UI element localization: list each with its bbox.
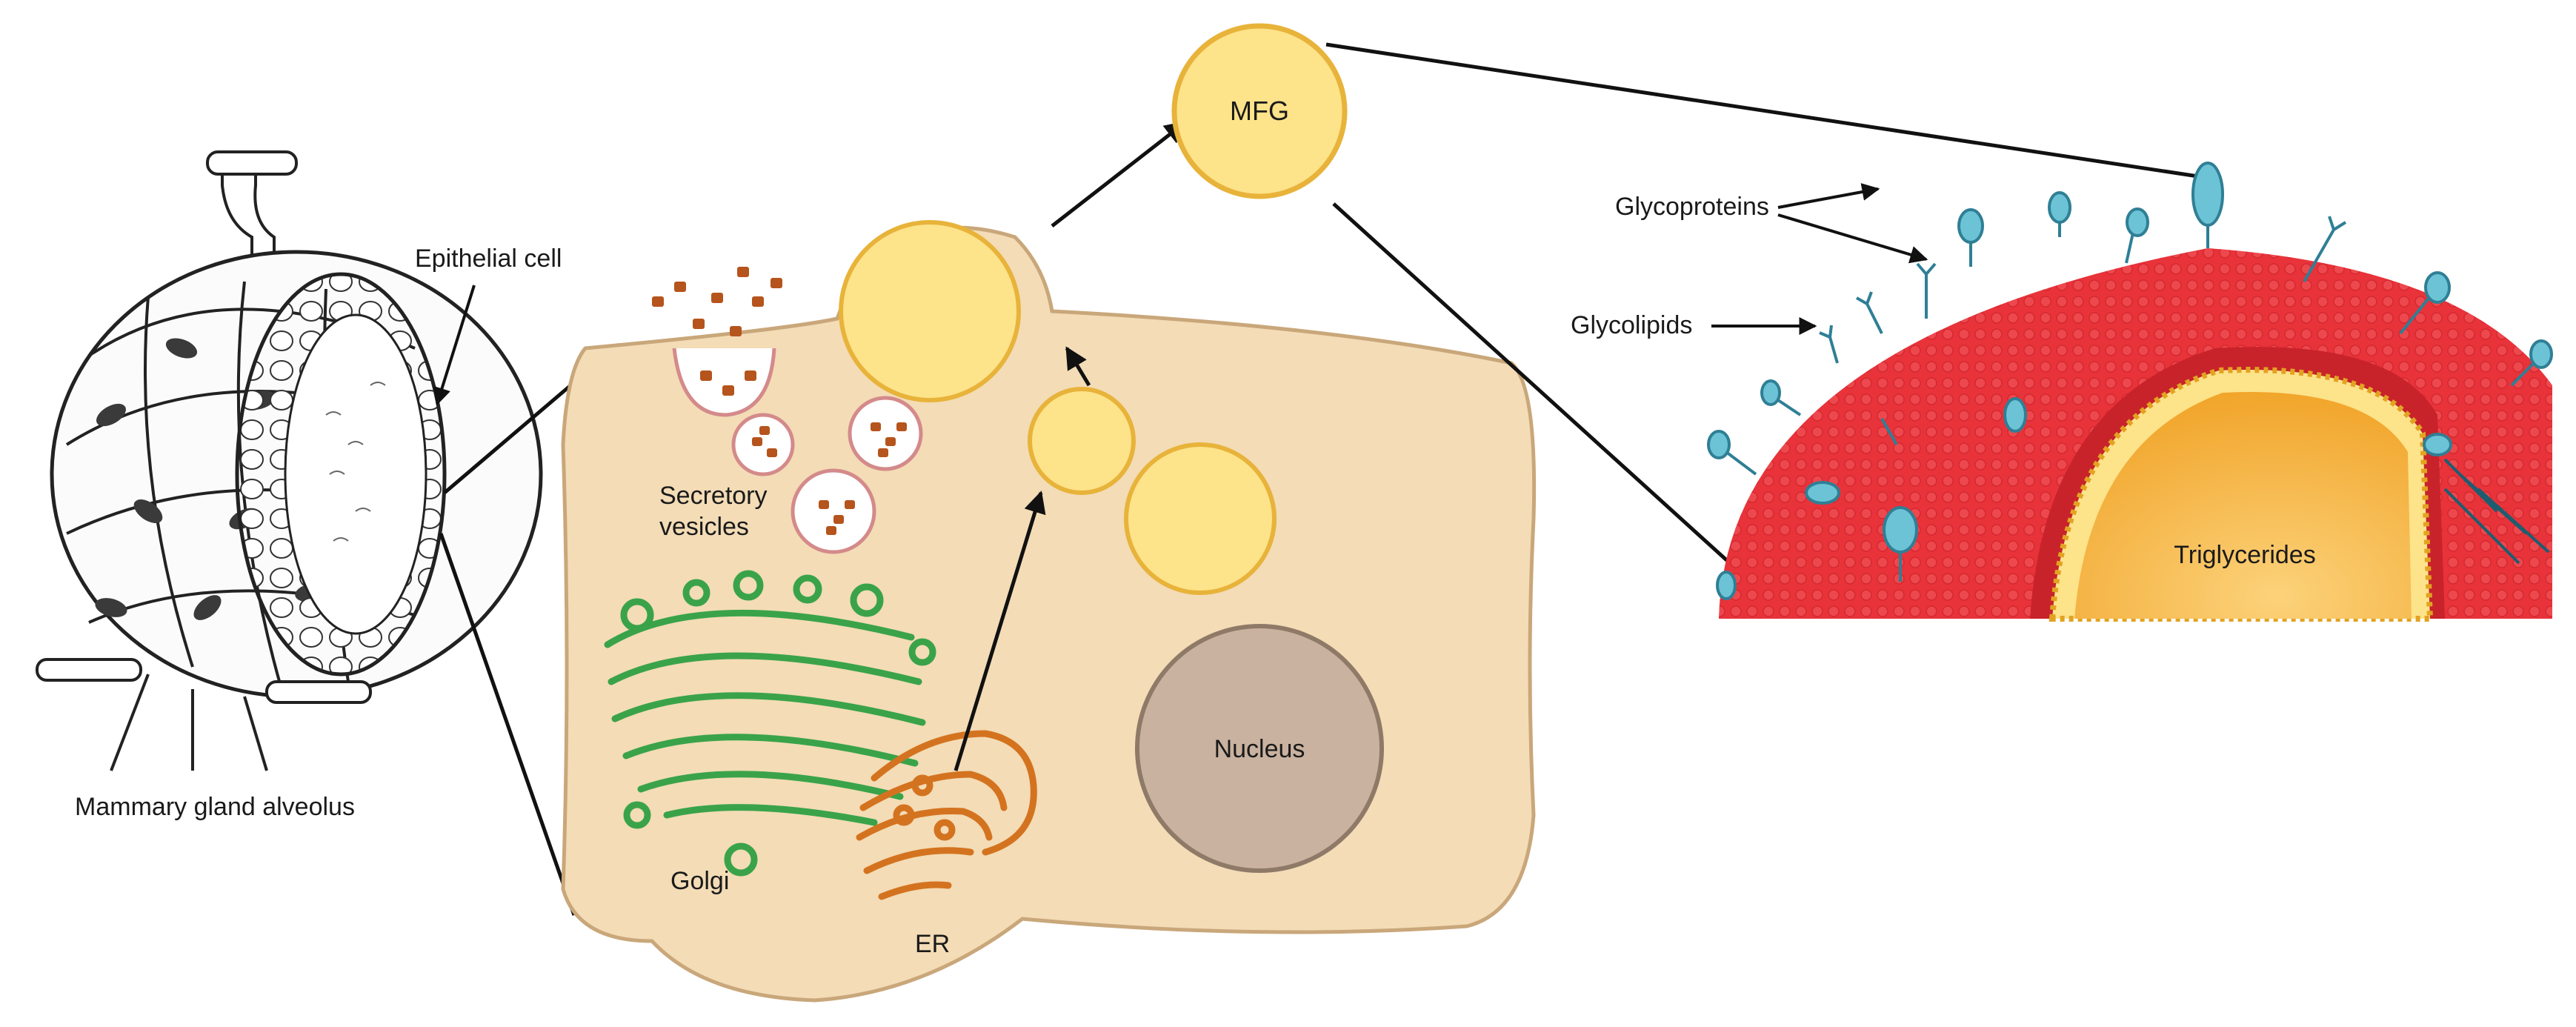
glycoproteins-arrow-1	[1777, 183, 1880, 209]
secretory-vesicles-label-line2: vesicles	[659, 513, 749, 541]
secretory-vesicles	[731, 396, 923, 554]
nucleus-label: Nucleus	[1214, 735, 1305, 763]
nucleus	[1135, 624, 1384, 873]
golgi-label: Golgi	[670, 867, 729, 895]
exocytosis-vesicle	[672, 348, 776, 417]
secretory-vesicles-label-line1: Secretory	[659, 482, 768, 510]
golgi-apparatus	[604, 570, 936, 877]
glycoproteins-label: Glycoproteins	[1615, 193, 1769, 221]
epithelial-cell-label: Epithelial cell	[415, 245, 562, 273]
released-cargo	[652, 267, 782, 396]
zoom-line-bottom	[439, 533, 576, 916]
secretion-arrow	[1051, 121, 1188, 227]
mfg-membrane-cutaway	[1707, 162, 2553, 622]
droplet-fusion-arrow	[1065, 346, 1091, 387]
er-to-droplet-arrow	[953, 491, 1046, 771]
alveolus-label: Mammary gland alveolus	[75, 793, 355, 821]
glycoproteins-arrow-2	[1777, 213, 1928, 264]
lipid-droplet-small	[1028, 387, 1136, 495]
mfg-label: MFG	[1230, 96, 1289, 126]
endoplasmic-reticulum	[856, 730, 1037, 900]
zoom-line-mfg-top	[1325, 42, 2209, 180]
glycoconjugates	[1707, 162, 2553, 600]
zoom-line-mfg-bottom	[1332, 202, 1731, 565]
triglyceride-core	[2074, 392, 2412, 619]
alveolus-illustration	[36, 150, 543, 771]
lipid-droplet-medium	[1124, 442, 1277, 595]
triglycerides-label: Triglycerides	[2174, 541, 2315, 569]
er-label: ER	[915, 930, 950, 958]
epithelial-cell-arrow	[433, 285, 476, 406]
epithelial-cell: Secretory vesicles Golgi ER Nucleus	[561, 121, 1537, 1003]
mfg-globule	[1171, 23, 1348, 199]
glycolipids-label: Glycolipids	[1571, 311, 1692, 339]
lipid-droplet-budding	[839, 220, 1021, 402]
